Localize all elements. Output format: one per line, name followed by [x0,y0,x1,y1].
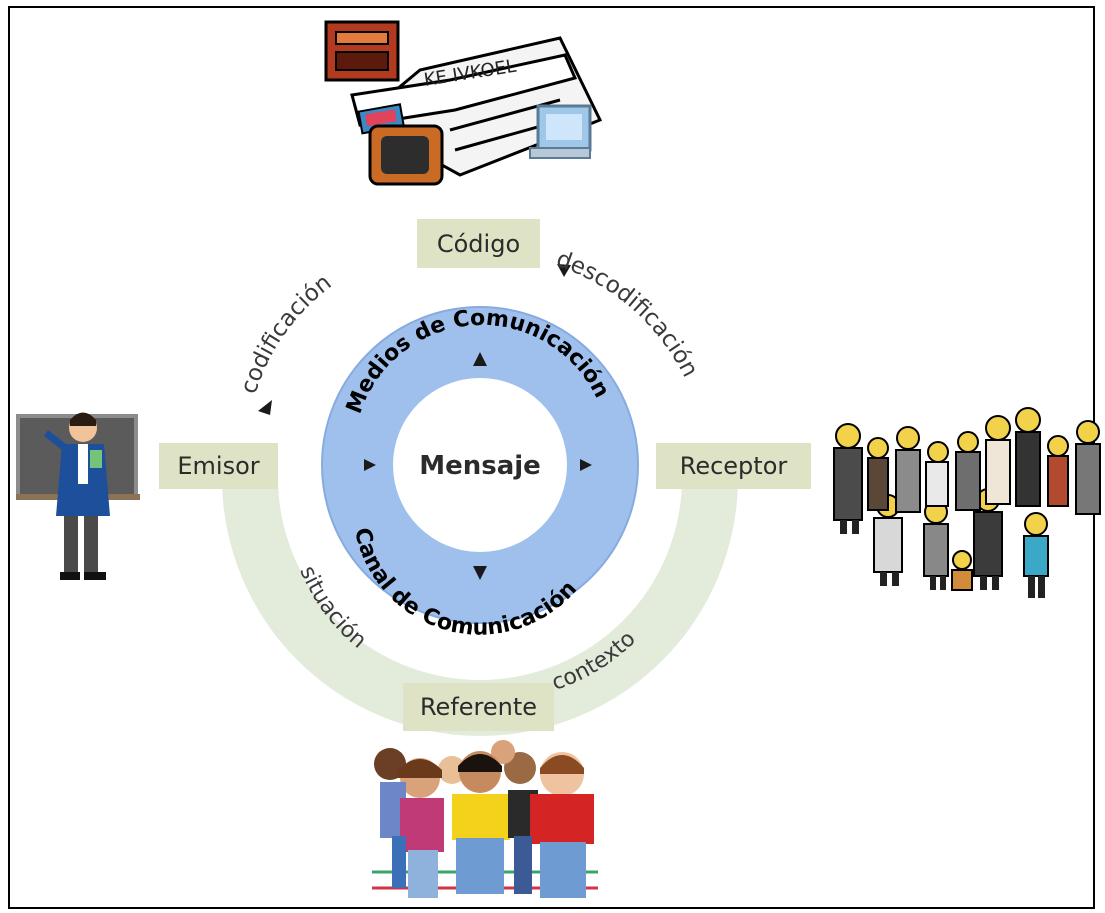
mensaje-label: Mensaje [419,451,541,481]
codificacion-label: codificación [236,270,336,397]
descodificacion-arrow-icon [557,264,571,277]
message-core [393,378,567,552]
emisor-label: Emisor [177,452,260,480]
codificacion-arrow-icon [258,400,272,415]
referente-node: Referente [403,683,554,731]
arrow-right-left-icon [364,459,376,471]
receptor-node: Receptor [656,443,811,489]
media-clipart: KE IVKOEL [324,20,603,186]
referente-label: Referente [419,693,538,721]
children-photo [368,740,600,904]
codigo-node: Código [417,219,540,268]
crowd-clipart [833,407,1101,598]
arrow-down-icon [473,566,487,580]
arrow-right-right-icon [580,459,592,471]
codigo-label: Código [436,229,521,258]
receptor-label: Receptor [679,452,788,480]
arrow-up-icon [473,352,487,366]
emisor-node: Emisor [159,443,278,489]
context-band [222,478,738,736]
teacher-clipart [16,412,140,580]
